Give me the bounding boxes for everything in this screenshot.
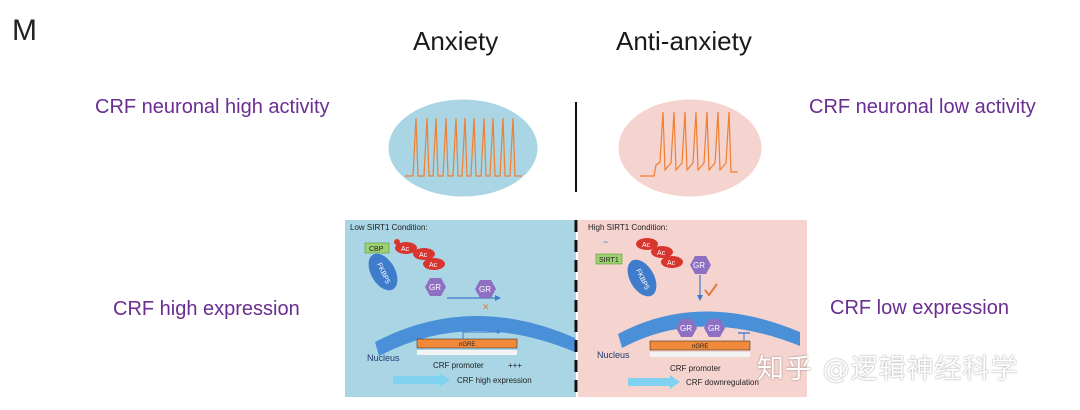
- gre-box: [649, 340, 751, 351]
- svg-text:GR: GR: [479, 285, 491, 294]
- watermark: 知乎 @逻辑神经科学: [757, 354, 1019, 385]
- sirt1-box: [595, 253, 623, 265]
- acetyl-tag: [395, 242, 417, 254]
- translocation-arrow: [697, 295, 703, 301]
- svg-text:Ac: Ac: [642, 242, 651, 249]
- cross-mark: ✕: [482, 302, 490, 312]
- low-sirt1-condition: Low SIRT1 Condition:: [350, 223, 428, 232]
- high-sirt1-panel: [578, 220, 807, 397]
- fkbp5-protein: [627, 259, 657, 297]
- nucleus-membrane: [618, 311, 800, 348]
- panel-label: M: [12, 14, 37, 47]
- svg-text:GR: GR: [680, 324, 692, 333]
- mechanism-diagram: Low SIRT1 Condition: CBP Ac Ac Ac FKBP5 …: [345, 220, 807, 397]
- left-activity-label: CRF neuronal high activity: [95, 96, 330, 118]
- gre-box: [416, 338, 518, 349]
- dna-strand: [650, 352, 750, 357]
- svg-text:Ac: Ac: [419, 252, 428, 259]
- gr-hexagon: [475, 280, 496, 298]
- gr-hexagon: [425, 278, 446, 296]
- gr-hexagon: [704, 319, 725, 337]
- cbp-label: CBP: [369, 246, 384, 253]
- nucleus-label: Nucleus: [597, 350, 630, 360]
- gr-hexagon: [690, 256, 711, 274]
- nucleus-label: Nucleus: [367, 353, 400, 363]
- expression-arrow: [628, 375, 680, 389]
- acetyl-tag: [636, 238, 658, 250]
- right-activity-label: CRF neuronal low activity: [809, 96, 1036, 118]
- svg-text:Ac: Ac: [657, 250, 666, 257]
- low-activity-spike-train: [640, 111, 738, 177]
- left-expression-label: CRF high expression: [113, 298, 300, 320]
- high-sirt1-condition: High SIRT1 Condition:: [588, 223, 667, 232]
- nucleus-membrane: [375, 315, 575, 356]
- low-activity-ellipse: [617, 98, 763, 198]
- svg-text:GR: GR: [708, 324, 720, 333]
- crf-promoter-label: CRF promoter: [670, 364, 721, 373]
- svg-text:Ac: Ac: [667, 260, 676, 267]
- dna-strand: [417, 350, 517, 355]
- svg-text:GR: GR: [693, 261, 705, 270]
- svg-text:nGRE: nGRE: [459, 342, 475, 348]
- minus-mark: −: [603, 237, 608, 247]
- right-expression-label: CRF low expression: [830, 297, 1009, 319]
- high-activity-spike-train: [405, 117, 522, 177]
- check-mark: [704, 283, 718, 297]
- svg-text:nGRE: nGRE: [692, 344, 708, 350]
- acetyl-tag: [413, 248, 435, 260]
- crf-promoter-label: CRF promoter: [433, 361, 484, 370]
- svg-text:GR: GR: [429, 283, 441, 292]
- sirt1-label: SIRT1: [599, 257, 619, 264]
- plus-marks: +++: [508, 361, 522, 370]
- acetyl-tag: [651, 246, 673, 258]
- fkbp5-protein: [368, 253, 398, 291]
- cbp-box: [364, 242, 390, 254]
- gr-hexagon: [676, 319, 697, 337]
- translocation-arrow: [495, 295, 501, 301]
- downregulation-label: CRF downregulation: [686, 378, 759, 387]
- acetyl-tag: [423, 258, 445, 270]
- anti-anxiety-title: Anti-anxiety: [616, 26, 752, 56]
- svg-text:Ac: Ac: [401, 246, 410, 253]
- anxiety-title: Anxiety: [413, 26, 499, 56]
- svg-text:Ac: Ac: [429, 262, 438, 269]
- high-expression-label: CRF high expression: [457, 376, 532, 385]
- acetyl-tag: [661, 256, 683, 268]
- expression-arrow: [393, 373, 450, 387]
